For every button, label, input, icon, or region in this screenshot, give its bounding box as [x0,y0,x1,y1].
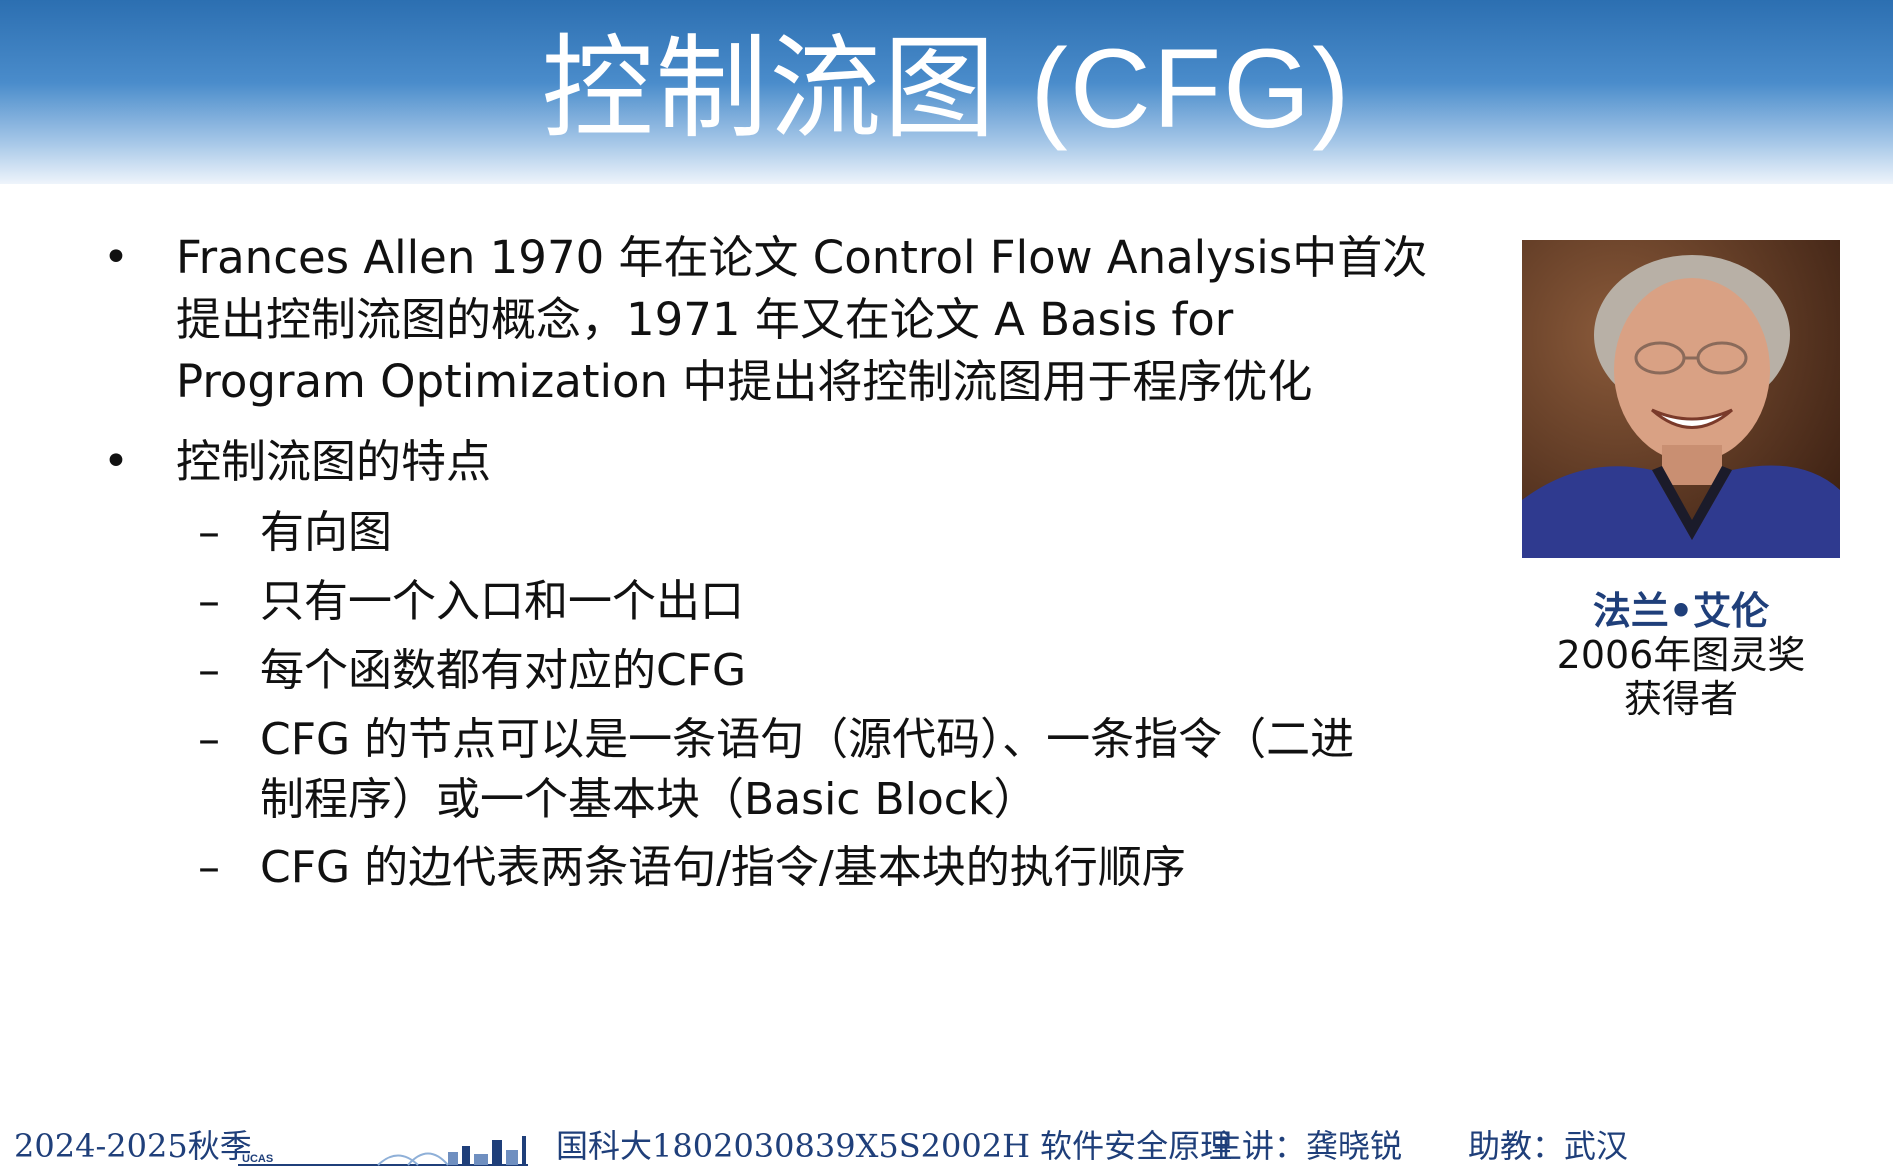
bullet-1-line-2: 提出控制流图的概念，1971 年又在论文 A Basis for [176,293,1234,346]
title-bar [0,0,1893,184]
campus-skyline-icon: UCAS [238,1136,528,1166]
bullet-2-line-1: 控制流图的特点 [176,435,492,488]
footer-assistant: 助教：武汉 [1468,1127,1629,1165]
footer-term: 2024-2025秋季 [14,1127,252,1165]
bullet-1-line-3: Program Optimization 中提出将控制流图用于程序优化 [176,355,1313,408]
dash-marker: – [198,507,220,558]
feature-5: CFG 的边代表两条语句/指令/基本块的执行顺序 [260,842,1186,893]
portrait-image [1522,240,1840,558]
portrait-award: 2006年图灵奖 [1556,633,1806,677]
feature-4-line-1: CFG 的节点可以是一条语句（源代码）、一条指令（二进 [260,714,1355,765]
slide-title: 控制流图 (CFG) [541,26,1352,151]
feature-3: 每个函数都有对应的CFG [260,645,747,696]
feature-1: 有向图 [260,507,392,558]
bullet-marker: • [103,232,129,283]
feature-2: 只有一个入口和一个出口 [260,576,744,627]
feature-4-line-2: 制程序）或一个基本块（Basic Block） [260,774,1038,825]
dash-marker: – [198,645,220,696]
footer: 2024-2025秋季 UCAS 国科大1802030839X5S2002H 软… [0,1120,1893,1170]
ucas-logo-text: UCAS [242,1153,273,1165]
frances-allen-photo [1522,240,1840,558]
dash-marker: – [198,842,220,893]
dash-marker: – [198,576,220,627]
portrait-award-line-2: 获得者 [1623,677,1738,721]
bullet-1-line-1: Frances Allen 1970 年在论文 Control Flow Ana… [176,231,1428,284]
bullet-marker: • [103,436,129,487]
portrait-name: 法兰•艾伦 [1592,589,1770,633]
footer-lecturer: 主讲：龚晓锐 [1210,1127,1403,1165]
ucas-logo: UCAS [238,1132,538,1168]
footer-course: 国科大1802030839X5S2002H 软件安全原理 [556,1127,1233,1165]
dash-marker: – [198,714,220,765]
